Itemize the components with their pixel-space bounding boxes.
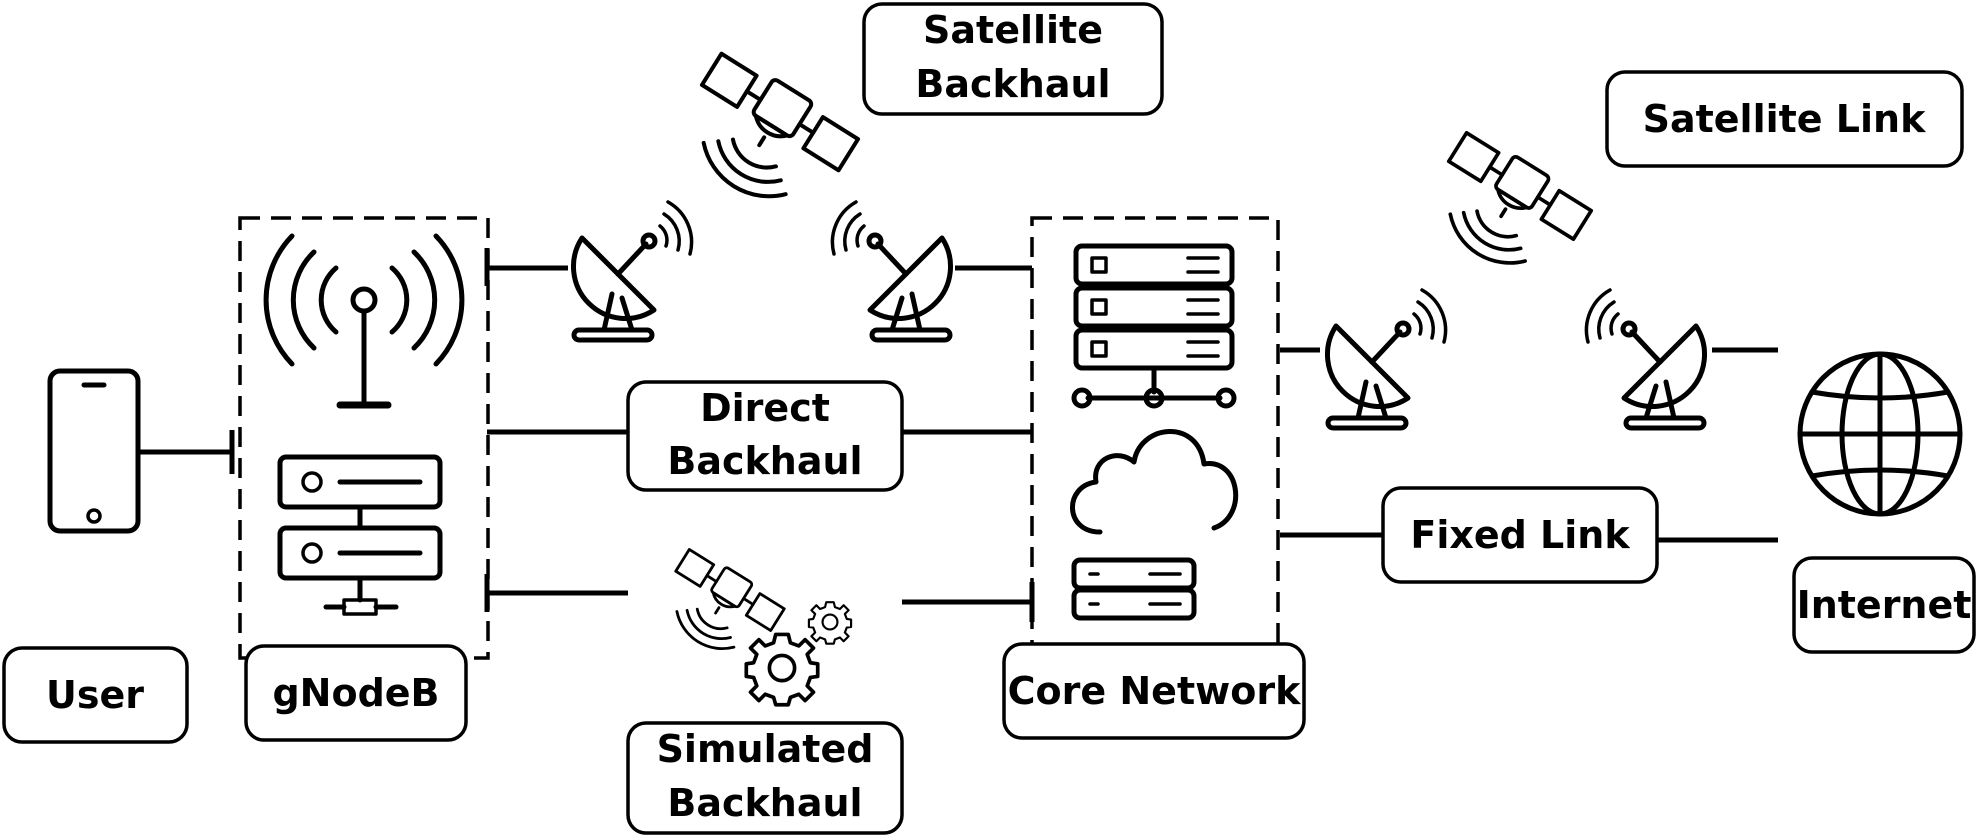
antenna-tower-icon [263,233,465,409]
satellite-dish-icon [1327,290,1445,428]
satellite-dish-icon [1586,290,1704,428]
gnodeb-label: gNodeB [272,671,439,715]
globe-icon [1797,351,1963,517]
satellite-icon [648,543,789,673]
gear-icon [807,601,853,645]
simulated-backhaul-label-box: Simulated Backhaul [626,721,904,835]
direct-backhaul-label-line1: Direct [700,386,830,430]
satellite-backhaul-label-line1: Satellite [923,8,1103,52]
user-label-box: User [2,646,189,744]
satellite-icon [665,48,861,229]
core-network-label: Core Network [1008,669,1301,713]
simulated-backhaul-label-line1: Simulated [657,727,874,771]
user-label: User [46,673,144,717]
satellite-link-label: Satellite Link [1643,97,1926,141]
internet-label-box: Internet [1792,556,1976,654]
fixed-link-label: Fixed Link [1410,513,1630,557]
satellite-dish-icon [832,202,950,340]
satellite-link-label-box: Satellite Link [1605,70,1964,168]
server-network-icon [1071,243,1237,409]
satellite-icon [1413,125,1597,295]
gear-icon [744,632,820,707]
satellite-dish-icon [573,202,691,340]
satellite-backhaul-label-line2: Backhaul [915,62,1110,106]
server-rack-icon [277,454,443,616]
direct-backhaul-label-line2: Backhaul [667,439,862,483]
simulated-backhaul-label-line2: Backhaul [667,781,862,825]
cloud-server-icon [1070,429,1239,621]
satellite-backhaul-label-box: Satellite Backhaul [862,2,1164,116]
core-network-label-box: Core Network [1002,642,1306,740]
smartphone-icon [47,368,141,534]
direct-backhaul-label-box: Direct Backhaul [626,380,904,492]
connection-lines [140,248,1778,622]
fixed-link-label-box: Fixed Link [1381,486,1659,584]
gnodeb-label-box: gNodeB [244,644,468,742]
gnodeb-group [238,216,490,660]
internet-label: Internet [1797,583,1972,627]
